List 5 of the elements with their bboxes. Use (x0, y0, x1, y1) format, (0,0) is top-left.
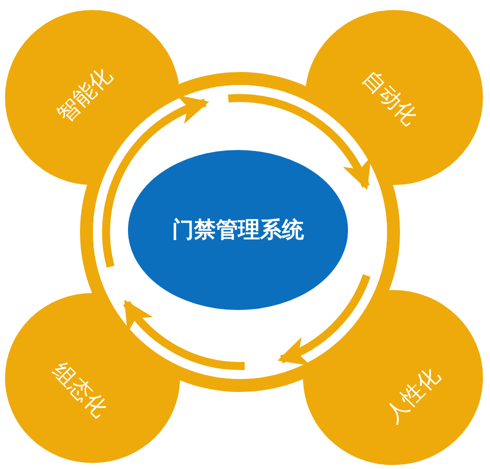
circle-label: 人性化 (380, 362, 447, 429)
circle-label: 自动化 (356, 65, 423, 132)
circle-label: 组态化 (46, 357, 113, 424)
circle-label: 智能化 (52, 62, 119, 129)
center-title: 门禁管理系统 (172, 216, 304, 245)
